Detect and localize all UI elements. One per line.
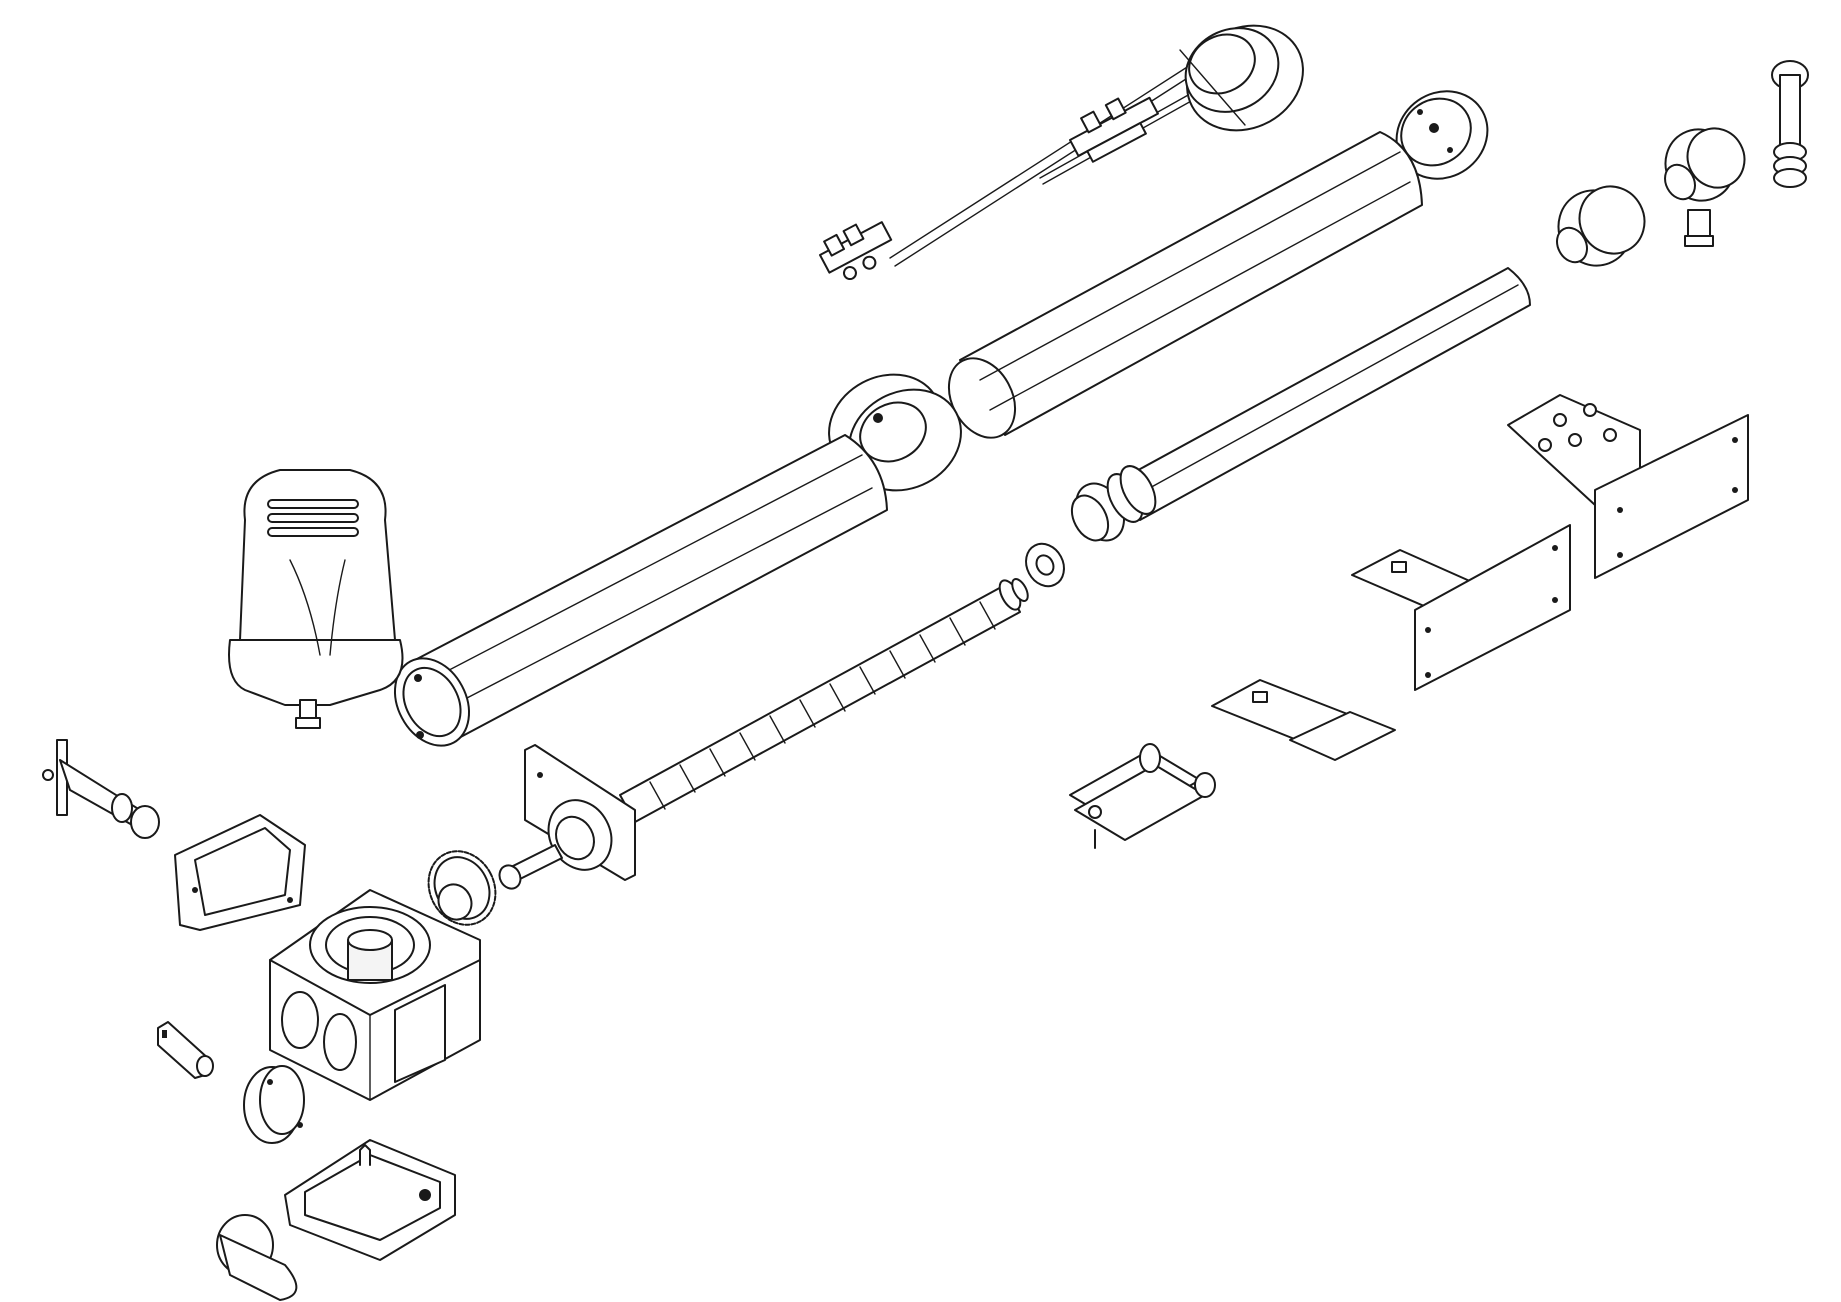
gearbox-bottom-cover [284,1139,456,1261]
rod-end-bushing [1556,185,1646,267]
outer-tube-front [394,434,888,747]
outer-tube-rear [947,131,1423,439]
coupling-pin [498,844,563,890]
rod-end-fork [1664,127,1746,247]
rod-end-pin [1771,60,1809,188]
flat-bracket [1211,679,1396,761]
release-lever-shaft [42,739,160,839]
hinge-pin-clevis [1069,743,1216,849]
release-collar [243,1065,305,1144]
drive-gear [427,850,497,926]
rear-bracket-medium [1351,524,1571,691]
release-key [157,1021,214,1079]
end-collar-top [1179,24,1304,132]
rear-bracket-large [1507,394,1749,579]
inner-push-rod [1070,267,1531,542]
wiring-harness [819,61,1219,281]
cylinder-plug [216,1214,298,1301]
gearbox-side-cover [174,814,306,931]
gearbox-housing [269,889,481,1101]
nut-washer [1025,542,1065,588]
motor-flange-plate [524,744,636,881]
motor-cover [228,469,404,729]
